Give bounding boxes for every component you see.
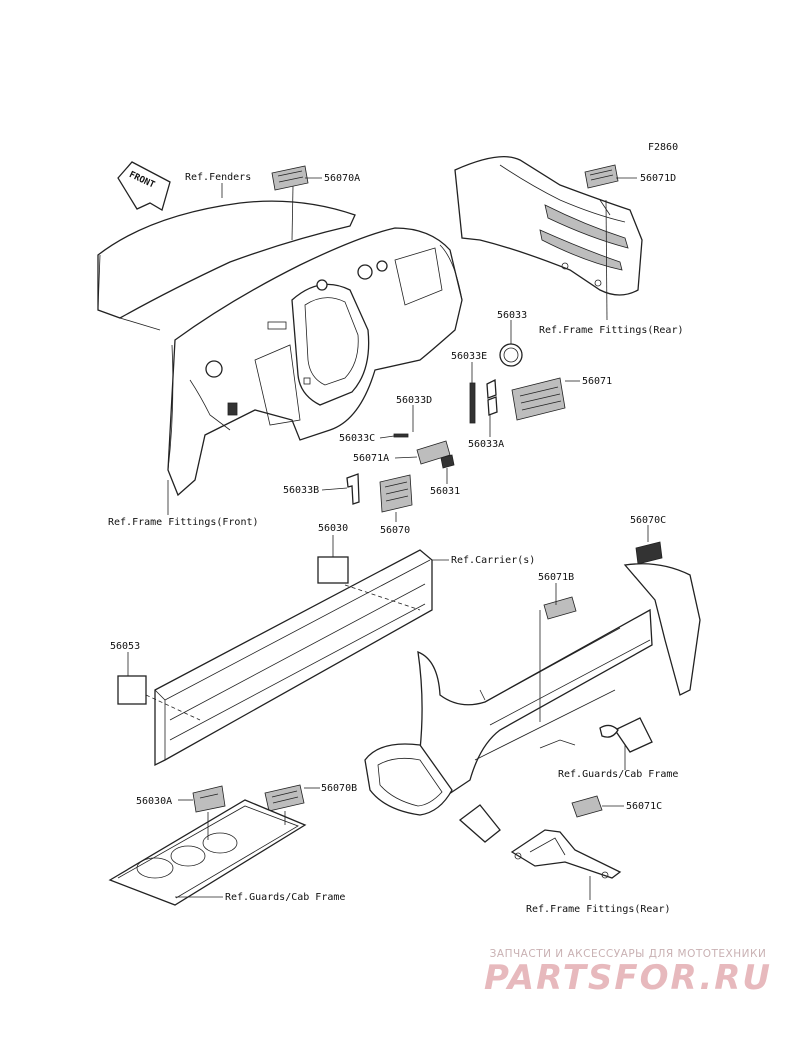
decal-56030A — [192, 785, 226, 813]
decal-56033C — [393, 433, 409, 438]
decal-56070B — [264, 784, 305, 812]
ref-frame-fittings-rear-bottom-label: Ref.Frame Fittings(Rear) — [526, 904, 671, 915]
decal-56033 — [499, 343, 523, 367]
guard-cab-frame — [364, 563, 701, 843]
watermark: ЗАПЧАСТИ И АКСЕССУАРЫ ДЛЯ МОТОТЕХНИКИ PA… — [478, 948, 778, 996]
part-56033B-label: 56033B — [283, 485, 319, 496]
rear-frame-bracket-bottom — [510, 829, 622, 879]
part-56071D-label: 56071D — [640, 173, 676, 184]
decal-56071B — [543, 596, 577, 620]
watermark-brand: PARTSFOR.RU — [483, 958, 773, 998]
ref-fenders-label: Ref.Fenders — [185, 172, 251, 183]
part-56071A-label: 56071A — [353, 453, 389, 464]
rear-frame-fitting-top — [454, 156, 643, 296]
watermark-subtitle: ЗАПЧАСТИ И АКСЕССУАРЫ ДЛЯ МОТОТЕХНИКИ — [489, 948, 767, 960]
decal-56071A — [416, 440, 451, 465]
decal-56031 — [440, 454, 455, 469]
part-56033A-label: 56033A — [468, 439, 504, 450]
leader-lines — [127, 177, 649, 900]
floor-panel — [108, 799, 307, 906]
part-56070B-label: 56070B — [321, 783, 357, 794]
part-56033-label: 56033 — [497, 310, 527, 321]
ref-guards-cab-frame-bottom-label: Ref.Guards/Cab Frame — [225, 892, 345, 903]
part-56033C-label: 56033C — [339, 433, 375, 444]
diagram-code: F2860 — [648, 142, 678, 153]
part-56071-label: 56071 — [582, 376, 612, 387]
part-56071C-label: 56071C — [626, 801, 662, 812]
ref-guards-cab-frame-right-label: Ref.Guards/Cab Frame — [558, 769, 678, 780]
part-56053-label: 56053 — [110, 641, 140, 652]
front-arrow-icon: FRONT — [117, 161, 171, 211]
decal-56053 — [117, 675, 147, 705]
part-56033E-label: 56033E — [451, 351, 487, 362]
part-56070A-label: 56070A — [324, 173, 360, 184]
ref-carriers-label: Ref.Carrier(s) — [451, 555, 535, 566]
dashboard-panel — [97, 200, 463, 497]
decal-56033B — [346, 473, 360, 505]
decal-56030 — [317, 556, 349, 584]
decal-56070A — [271, 165, 309, 191]
part-56071B-label: 56071B — [538, 572, 574, 583]
part-56030-label: 56030 — [318, 523, 348, 534]
decal-56033E — [469, 382, 476, 424]
decal-56070 — [379, 474, 413, 513]
labels: Ref.Fenders 56070A 56071D Ref.Frame Fitt… — [108, 172, 684, 915]
ref-frame-fittings-front-label: Ref.Frame Fittings(Front) — [108, 517, 259, 528]
decal-56071 — [511, 377, 566, 421]
decal-56071C — [571, 795, 603, 818]
decal-56071D — [584, 164, 619, 189]
part-56030A-label: 56030A — [136, 796, 172, 807]
ref-frame-fittings-rear-top-label: Ref.Frame Fittings(Rear) — [539, 325, 684, 336]
part-56070C-label: 56070C — [630, 515, 666, 526]
decal-56033A — [486, 378, 498, 416]
decal-56070C — [635, 541, 663, 565]
carrier-panel — [145, 549, 433, 767]
part-56031-label: 56031 — [430, 486, 460, 497]
part-56033D-label: 56033D — [396, 395, 432, 406]
part-56070-label: 56070 — [380, 525, 410, 536]
